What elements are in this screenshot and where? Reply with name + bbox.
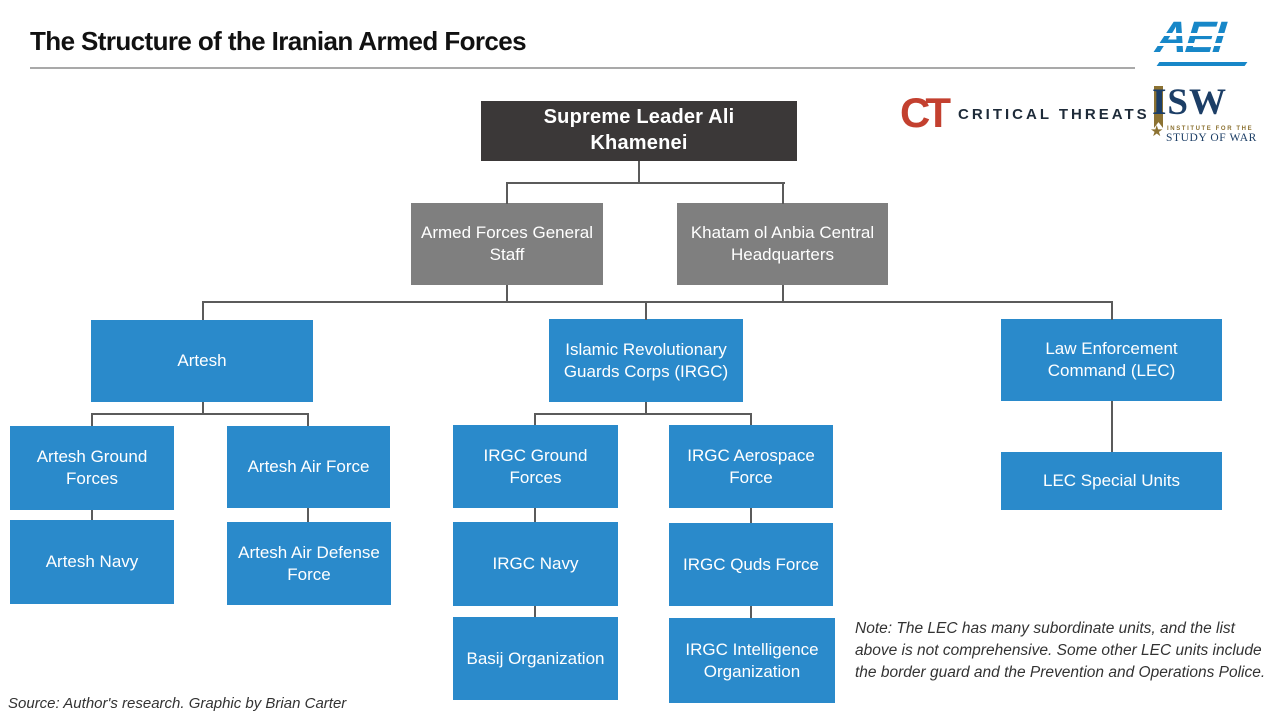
connector-line — [534, 413, 536, 425]
node-supreme-leader: Supreme Leader Ali Khamenei — [481, 101, 797, 161]
ct-monogram: CT — [900, 89, 951, 136]
node-artesh-air-defense-force: Artesh Air Defense Force — [227, 522, 391, 605]
aei-logo-stripe — [1152, 33, 1244, 36]
node-label: IRGC Navy — [492, 554, 579, 574]
connector-line — [91, 413, 309, 415]
connector-line — [638, 161, 640, 183]
node-label: Artesh Ground Forces — [36, 447, 148, 488]
connector-line — [506, 285, 508, 302]
node-label: Artesh Navy — [45, 552, 139, 572]
ct-wordmark: CRITICAL THREATS — [958, 105, 1150, 123]
page-title: The Structure of the Iranian Armed Force… — [30, 26, 527, 56]
connector-line — [1111, 401, 1113, 452]
node-irgc-intelligence-organization: IRGC Intelligence Organization — [669, 618, 835, 703]
node-label: Law Enforcement Command (LEC) — [1045, 339, 1178, 380]
node-lec-special-units: LEC Special Units — [1001, 452, 1222, 510]
aei-logo-stripe — [1152, 43, 1244, 46]
connector-line — [202, 301, 1113, 303]
node-label: Khatam ol Anbia Central Headquarters — [690, 223, 875, 264]
aei-logo-underline — [1156, 62, 1248, 66]
aei-logo-text: AEI — [1153, 13, 1226, 62]
connector-line — [91, 413, 93, 426]
connector-line — [534, 606, 536, 617]
connector-line — [645, 301, 647, 320]
node-artesh-air-force: Artesh Air Force — [227, 426, 390, 508]
connector-line — [507, 182, 785, 184]
critical-threats-logo: CT CRITICAL THREATS — [900, 89, 1150, 136]
connector-line — [307, 508, 309, 522]
node-label: Artesh — [177, 351, 227, 371]
connector-line — [782, 182, 784, 204]
node-label: Supreme Leader Ali Khamenei — [543, 106, 735, 154]
node-label: LEC Special Units — [1042, 471, 1180, 491]
connector-line — [506, 182, 508, 204]
isw-ribbon-icon — [1154, 86, 1163, 128]
isw-logo: ISW ★ INSTITUTE FOR THE STUDY OF WAR — [1150, 82, 1262, 145]
connector-line — [750, 508, 752, 523]
isw-wordmark-line2: STUDY OF WAR — [1166, 132, 1257, 144]
node-irgc-ground-forces: IRGC Ground Forces — [453, 425, 618, 508]
aei-logo: AEI — [1152, 13, 1256, 68]
node-irgc: Islamic Revolutionary Guards Corps (IRGC… — [549, 319, 743, 402]
node-label: IRGC Intelligence Organization — [685, 639, 819, 681]
node-irgc-aerospace-force: IRGC Aerospace Force — [669, 425, 833, 508]
node-label: Artesh Air Defense Force — [238, 542, 380, 584]
connector-line — [534, 508, 536, 522]
node-label: Basij Organization — [466, 648, 605, 668]
connector-line — [750, 413, 752, 425]
connector-line — [750, 606, 752, 618]
node-basij-organization: Basij Organization — [453, 617, 618, 700]
connector-line — [782, 285, 784, 302]
connector-line — [91, 510, 93, 520]
note-text: Note: The LEC has many subordinate units… — [855, 620, 1266, 681]
node-khatam-ol-anbia: Khatam ol Anbia Central Headquarters — [677, 203, 888, 285]
node-label: IRGC Ground Forces — [483, 445, 588, 487]
node-armed-forces-general-staff: Armed Forces General Staff — [411, 203, 603, 285]
isw-logo-top: ISW ★ INSTITUTE FOR THE STUDY OF WAR — [1150, 82, 1262, 145]
isw-monogram: ISW — [1152, 82, 1227, 123]
node-label: Artesh Air Force — [247, 457, 370, 477]
source-text: Source: Author's research. Graphic by Br… — [8, 695, 347, 712]
node-label: IRGC Quds Force — [682, 554, 820, 574]
connector-line — [202, 301, 204, 320]
node-artesh: Artesh — [91, 320, 313, 402]
node-label: Islamic Revolutionary Guards Corps (IRGC… — [563, 339, 729, 381]
connector-line — [202, 402, 204, 415]
node-artesh-navy: Artesh Navy — [10, 520, 174, 604]
node-label: Armed Forces General Staff — [421, 223, 593, 264]
node-irgc-quds-force: IRGC Quds Force — [669, 523, 833, 606]
connector-line — [534, 413, 752, 415]
node-label: IRGC Aerospace Force — [687, 445, 815, 487]
isw-wordmark-line1: INSTITUTE FOR THE — [1167, 126, 1254, 132]
node-artesh-ground-forces: Artesh Ground Forces — [10, 426, 174, 510]
connector-line — [645, 402, 647, 415]
node-irgc-navy: IRGC Navy — [453, 522, 618, 606]
connector-line — [1111, 301, 1113, 320]
connector-line — [307, 413, 309, 426]
title-divider — [30, 67, 1135, 69]
node-lec: Law Enforcement Command (LEC) — [1001, 319, 1222, 401]
isw-star-icon: ★ — [1150, 123, 1164, 140]
